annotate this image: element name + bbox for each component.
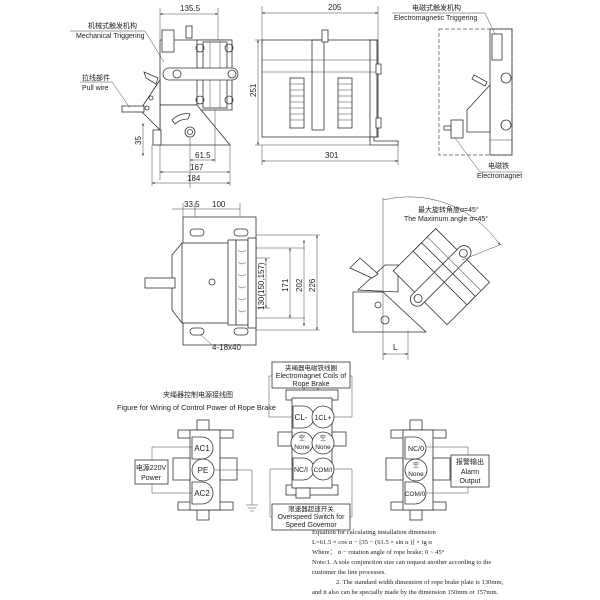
dim-130: 130(150,157) [257, 262, 266, 310]
overspeed-label-cn: 限速器超速开关 [288, 504, 334, 513]
label-electromagnet-cn: 电磁铁 [488, 161, 509, 170]
power-connector: AC1 PE AC2 电源220V Power [134, 419, 258, 521]
note-line: Where： α − rotation angle of rope brake:… [312, 549, 445, 556]
rotated-view: L 最大旋转角度α=45° The Maximum angle α=45° [349, 196, 503, 360]
pin-none-1: None [294, 444, 310, 451]
note-line: Note:1. A sole conjunction size can requ… [312, 559, 492, 566]
pin-none-cn-3: 空 [413, 461, 419, 469]
note-line: and it also can be specially made by the… [312, 589, 499, 596]
alarm-label-en1: Alarm [461, 469, 479, 476]
pin-none-cn-2: 空 [320, 434, 326, 442]
dim-202: 202 [295, 278, 304, 292]
electromagnetic-view: 电磁式触发机构 Electromagnetic Triggering 电磁铁 E… [392, 3, 522, 180]
dim-184: 184 [187, 174, 201, 183]
note-line: 2. The standard width dimension of rope … [336, 579, 504, 586]
label-pull-wire-en: Pull wire [82, 85, 109, 92]
note-line: customer the line processes. [312, 569, 386, 576]
alarm-label-en2: Output [459, 478, 480, 485]
pin-com-i: COM/I [314, 467, 333, 474]
pin-none-3: None [408, 471, 424, 478]
label-max-angle-en: The Maximum angle α=45° [404, 215, 488, 223]
dim-251: 251 [249, 83, 258, 97]
front-view: 205 251 301 [249, 3, 399, 165]
label-pull-wire-cn: 拉线部件 [82, 73, 110, 82]
pin-ac2: AC2 [194, 489, 210, 498]
dim-301: 301 [325, 151, 339, 160]
wiring-title-cn: 夹绳器控制电源接线图 [163, 390, 233, 399]
wiring-title-en: Figure for Wiring of Control Power of Ro… [117, 403, 276, 412]
dim-226: 226 [308, 278, 317, 292]
label-mechanical-en: Mechanical Triggering [76, 33, 145, 40]
coil-label-cn: 夹绳器电磁铁线圈 [285, 363, 337, 372]
dim-205: 205 [328, 3, 342, 12]
note-line: L=61.5 × cos α − [35 − (61.5 × sin α )] … [312, 539, 432, 546]
note-line: Equation for calculating installation di… [312, 529, 436, 536]
dim-100: 100 [212, 200, 226, 209]
dim-33-5: 33.5 [184, 200, 200, 209]
dim-171: 171 [281, 278, 290, 292]
dim-l: L [393, 343, 398, 352]
dim-61-5: 61.5 [195, 151, 211, 160]
dim-holes: 4-18x40 [212, 343, 241, 352]
label-electromagnetic-en: Electromagnetic Triggering [394, 15, 477, 22]
wiring-diagram: 夹绳器控制电源接线图 Figure for Wiring of Control … [117, 361, 490, 531]
pin-nc-0: NC/0 [408, 446, 424, 453]
overspeed-label-en1: Overspeed Switch for [278, 514, 346, 521]
dim-35: 35 [134, 136, 143, 145]
power-label-cn: 电源220V [136, 463, 167, 472]
plan-view: 33.5 100 130(150,157) 171 202 226 4-18x4… [144, 200, 320, 352]
pin-none-2: None [315, 444, 331, 451]
pin-com-0: COM/0 [405, 491, 426, 498]
installation-notes: Equation for calculating installation di… [312, 528, 600, 598]
label-electromagnet-en: Electromagnet [477, 173, 522, 180]
pin-ac1: AC1 [194, 444, 210, 453]
coil-connector: 夹绳器电磁铁线圈 Electromagnet Coils of Rope Bra… [268, 361, 353, 531]
label-mechanical-cn: 机械式触发机构 [88, 21, 137, 30]
label-max-angle-cn: 最大旋转角度α=45° [418, 205, 479, 214]
coil-label-en2: Rope Brake [293, 381, 330, 388]
overspeed-label-en2: Speed Governor [285, 522, 337, 529]
dim-135-5: 135.5 [180, 4, 201, 13]
pin-pe: PE [198, 466, 209, 475]
label-electromagnetic-cn: 电磁式触发机构 [412, 3, 461, 12]
pin-none-cn-1: 空 [299, 434, 305, 442]
side-view: 135.5 35 61.5 167 184 机械式触发机构 Mechanical… [70, 4, 239, 188]
coil-label-en1: Electromagnet Coils of [276, 373, 346, 380]
alarm-connector: NC/0 空 None COM/0 报警输出 Alarm Output [385, 419, 490, 521]
alarm-label-cn: 报警输出 [456, 457, 484, 466]
dim-167: 167 [190, 163, 204, 172]
pin-nc-i: NC/I [294, 467, 308, 474]
power-label-en: Power [141, 475, 162, 482]
pin-cl-minus: CL- [295, 413, 308, 422]
pin-1cl-plus: 1CL+ [315, 415, 332, 422]
